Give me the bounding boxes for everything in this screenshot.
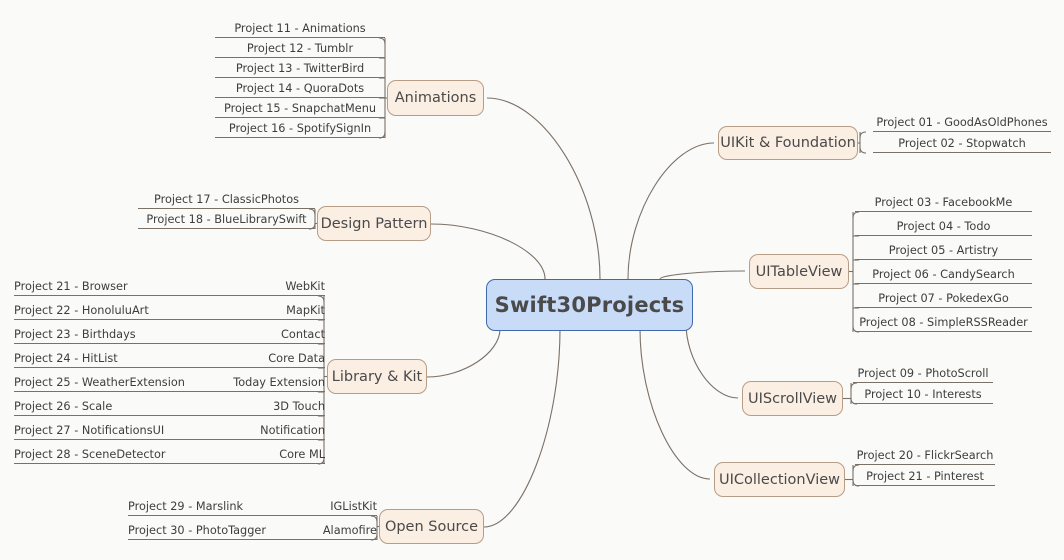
leaf-item[interactable]: Project 21 - Browser WebKit [14, 272, 325, 296]
leaf-kit-label: Alamofire [322, 524, 377, 537]
leaf-project-label: Project 04 - Todo [896, 220, 991, 233]
branch-node-uitableview[interactable]: UITableView [749, 254, 849, 289]
leaf-project-label: Project 24 - HitList [14, 352, 118, 365]
leaf-item[interactable]: Project 22 - HonoluluArt MapKit [14, 296, 325, 320]
leaf-project-label: Project 16 - SpotifySignIn [228, 122, 372, 135]
branch-node-uicollectionview[interactable]: UICollectionView [714, 462, 845, 497]
leaf-item[interactable]: Project 03 - FacebookMe [855, 188, 1032, 212]
leaf-item[interactable]: Project 21 - Pinterest [855, 465, 995, 486]
leaf-project-label: Project 11 - Animations [234, 22, 366, 35]
leaf-project-label: Project 22 - HonoluluArt [14, 304, 149, 317]
leaf-kit-label: 3D Touch [273, 400, 325, 413]
branch-node-animations[interactable]: Animations [387, 80, 484, 116]
leaf-project-label: Project 29 - Marslink [128, 500, 244, 513]
leaf-project-label: Project 15 - SnapchatMenu [223, 102, 377, 115]
leaf-kit-label: MapKit [286, 304, 325, 317]
leaf-item[interactable]: Project 02 - Stopwatch [873, 132, 1051, 153]
leaf-item[interactable]: Project 18 - BlueLibrarySwift [138, 209, 315, 229]
leaf-item[interactable]: Project 26 - Scale 3D Touch [14, 392, 325, 416]
leaf-item[interactable]: Project 28 - SceneDetector Core ML [14, 440, 325, 464]
leaf-item[interactable]: Project 09 - PhotoScroll [853, 362, 993, 383]
leaf-kit-label: Notification [260, 424, 325, 437]
leaf-item[interactable]: Project 16 - SpotifySignIn [215, 118, 385, 138]
leaf-item[interactable]: Project 13 - TwitterBird [215, 58, 385, 78]
leaf-item[interactable]: Project 14 - QuoraDots [215, 78, 385, 98]
leaf-project-label: Project 03 - FacebookMe [874, 196, 1013, 209]
leaf-kit-label: Contact [281, 328, 325, 341]
leaf-project-label: Project 23 - Birthdays [14, 328, 136, 341]
leaf-project-label: Project 25 - WeatherExtension [14, 376, 185, 389]
leaf-item[interactable]: Project 07 - PokedexGo [855, 284, 1032, 308]
branch-node-design-pattern[interactable]: Design Pattern [317, 206, 431, 241]
leaf-project-label: Project 14 - QuoraDots [235, 82, 365, 95]
leaf-project-label: Project 28 - SceneDetector [14, 448, 166, 461]
leaf-project-label: Project 27 - NotificationsUI [14, 424, 165, 437]
branch-node-uiscrollview[interactable]: UIScrollView [742, 381, 843, 416]
center-node-label: Swift30Projects [494, 293, 685, 317]
leaf-project-label: Project 13 - TwitterBird [235, 62, 365, 75]
leaf-project-label: Project 21 - Browser [14, 280, 128, 293]
leaf-project-label: Project 21 - Pinterest [866, 470, 984, 483]
leaf-project-label: Project 17 - ClassicPhotos [153, 193, 300, 206]
leaf-item[interactable]: Project 24 - HitList Core Data [14, 344, 325, 368]
leaf-item[interactable]: Project 27 - NotificationsUI Notification [14, 416, 325, 440]
leaf-kit-label: WebKit [285, 280, 325, 293]
leaf-project-label: Project 06 - CandySearch [872, 268, 1015, 281]
branch-node-label: Design Pattern [320, 215, 428, 232]
leaf-kit-label: Core ML [279, 448, 325, 461]
branch-node-label: UIKit & Foundation [720, 135, 856, 151]
leaf-project-label: Project 18 - BlueLibrarySwift [146, 213, 307, 226]
leaf-item[interactable]: Project 10 - Interests [853, 383, 993, 404]
leaf-project-label: Project 12 - Tumblr [246, 42, 354, 55]
leaf-project-label: Project 30 - PhotoTagger [128, 524, 266, 537]
leaf-item[interactable]: Project 08 - SimpleRSSReader [855, 308, 1032, 332]
leaf-project-label: Project 08 - SimpleRSSReader [859, 316, 1028, 329]
leaf-project-label: Project 07 - PokedexGo [878, 292, 1009, 305]
center-node[interactable]: Swift30Projects [486, 279, 693, 331]
leaf-kit-label: Today Extension [233, 376, 325, 389]
branch-node-label: UIScrollView [747, 390, 838, 407]
leaf-item[interactable]: Project 29 - Marslink IGListKit [128, 492, 377, 516]
leaf-kit-label: IGListKit [330, 500, 377, 513]
branch-node-label: UITableView [755, 263, 843, 280]
branch-node-label: Library & Kit [331, 368, 423, 385]
leaf-item[interactable]: Project 20 - FlickrSearch [855, 444, 995, 465]
leaf-kit-label: Core Data [268, 352, 325, 365]
branch-node-label: UICollectionView [718, 471, 841, 488]
leaf-item[interactable]: Project 30 - PhotoTagger Alamofire [128, 516, 377, 540]
leaf-item[interactable]: Project 25 - WeatherExtension Today Exten… [14, 368, 325, 392]
leaf-item[interactable]: Project 12 - Tumblr [215, 38, 385, 58]
branch-node-open-source[interactable]: Open Source [379, 509, 484, 544]
leaf-item[interactable]: Project 15 - SnapchatMenu [215, 98, 385, 118]
leaf-item[interactable]: Project 01 - GoodAsOldPhones [873, 111, 1051, 132]
leaf-project-label: Project 20 - FlickrSearch [856, 449, 994, 462]
leaf-item[interactable]: Project 06 - CandySearch [855, 260, 1032, 284]
leaf-item[interactable]: Project 17 - ClassicPhotos [138, 189, 315, 209]
leaf-project-label: Project 01 - GoodAsOldPhones [876, 116, 1048, 129]
branch-node-library-kit[interactable]: Library & Kit [327, 359, 427, 394]
leaf-project-label: Project 09 - PhotoScroll [857, 367, 989, 380]
leaf-item[interactable]: Project 23 - Birthdays Contact [14, 320, 325, 344]
leaf-item[interactable]: Project 11 - Animations [215, 18, 385, 38]
leaf-project-label: Project 26 - Scale [14, 400, 113, 413]
branch-node-uikit-foundation[interactable]: UIKit & Foundation [718, 126, 858, 160]
leaf-project-label: Project 10 - Interests [864, 388, 982, 401]
leaf-item[interactable]: Project 05 - Artistry [855, 236, 1032, 260]
leaf-item[interactable]: Project 04 - Todo [855, 212, 1032, 236]
branch-node-label: Animations [394, 90, 477, 106]
branch-node-label: Open Source [384, 518, 479, 535]
leaf-project-label: Project 02 - Stopwatch [898, 137, 1026, 150]
leaf-project-label: Project 05 - Artistry [888, 244, 999, 257]
